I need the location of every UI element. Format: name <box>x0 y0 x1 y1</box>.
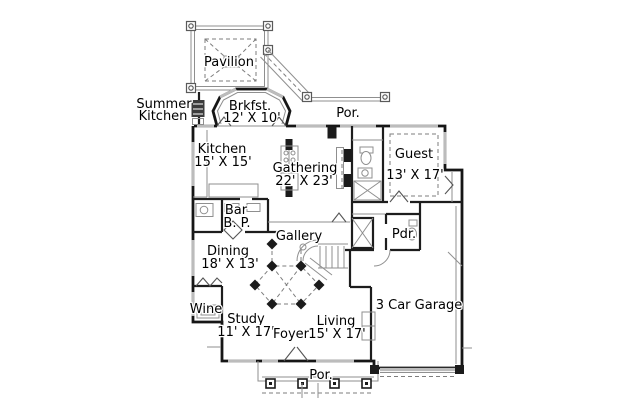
powder-toilet-icon <box>407 219 418 241</box>
top-porch <box>301 91 391 103</box>
room-label-breakfast: Brkfst. <box>229 99 271 114</box>
site-ticks <box>207 346 472 349</box>
room-label-porch-bottom: Por. <box>309 368 333 383</box>
grill-icon <box>191 100 205 125</box>
room-labels: Pavilion Summer Kitchen Brkfst. 12' X 10… <box>135 54 463 385</box>
room-dims-study: 11' X 17' <box>217 325 274 340</box>
shower-icon <box>353 180 382 201</box>
room-label-powder: Pdr. <box>392 227 416 242</box>
toilet-icon <box>359 146 374 165</box>
room-dims-breakfast: 12' X 10' <box>223 111 280 126</box>
room-dims-dining: 18' X 13' <box>201 257 258 272</box>
sink-icon <box>357 167 373 179</box>
room-dims-guest: 13' X 17' <box>386 168 443 183</box>
room-label-kitchen: Kitchen <box>198 142 247 157</box>
porch-column-icon <box>265 378 372 389</box>
room-label-pavilion: Pavilion <box>204 55 254 70</box>
room-label-living: Living <box>317 314 356 329</box>
room-label-garage: 3 Car Garage <box>376 298 463 313</box>
room-dims-gathering: 22' X 23' <box>275 174 332 189</box>
pavilion-structure <box>185 20 311 101</box>
interior-walls <box>193 126 462 361</box>
foyer-rotunda <box>249 238 325 310</box>
ceiling-dashes <box>341 133 439 197</box>
room-label-gathering: Gathering <box>273 161 338 176</box>
room-dims-living: 15' X 17' <box>308 327 365 342</box>
room-label-gallery: Gallery <box>276 229 323 244</box>
window-walls <box>191 87 447 363</box>
fixtures <box>191 100 418 341</box>
garage-doors <box>370 206 464 377</box>
room-label-wine: Wine <box>190 302 222 317</box>
doors <box>216 116 463 362</box>
room-label-bar: Bar <box>225 203 248 218</box>
room-label-study: Study <box>227 312 265 327</box>
room-label-foyer: Foyer <box>273 327 310 342</box>
stairs <box>296 239 348 281</box>
room-label-guest: Guest <box>395 147 433 162</box>
foyer-column-icon <box>249 238 325 310</box>
room-label-dining: Dining <box>207 244 249 259</box>
room-label-porch-top: Por. <box>336 106 360 121</box>
room-label-summer-kitchen-1: Summer <box>136 97 192 112</box>
room-label-summer-kitchen-2: Kitchen <box>139 109 188 124</box>
bottom-porch <box>257 361 379 398</box>
room-label-butlers-pantry: B. P. <box>223 216 250 231</box>
room-dims-kitchen: 15' X 15' <box>194 155 251 170</box>
